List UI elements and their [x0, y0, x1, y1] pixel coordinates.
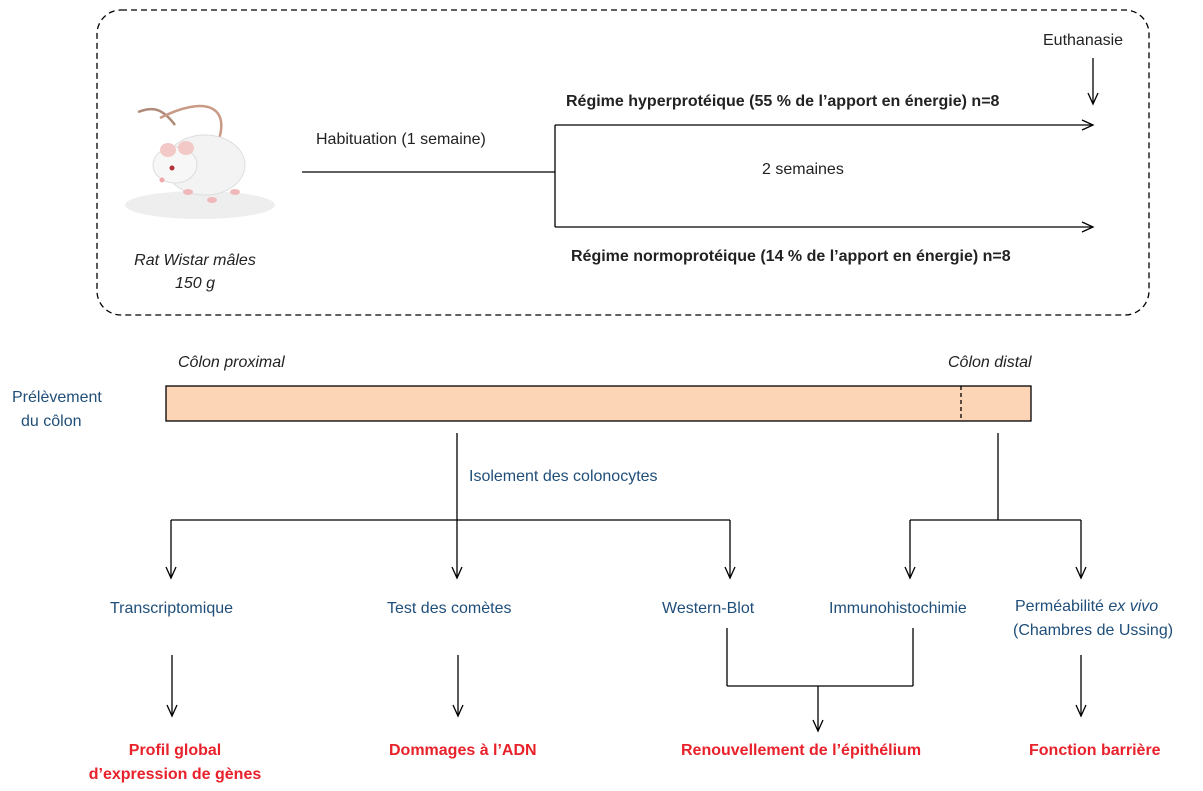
outcome-gene-expression-line1: Profil global: [128, 742, 222, 759]
high-protein-diet-label: Régime hyperprotéique (55 % de l’apport …: [566, 93, 1000, 110]
proximal-colon-label: Côlon proximal: [178, 354, 285, 371]
outcome-gene-expression-line2: d’expression de gènes: [88, 766, 262, 783]
colon-sampling-label-line2: du côlon: [21, 413, 82, 430]
method-transcriptomics: Transcriptomique: [110, 600, 234, 617]
method-permeability: Perméabilité ex vivo: [1015, 599, 1158, 615]
method-western-blot: Western-Blot: [662, 600, 755, 617]
rat-label-line2: 150 g: [174, 275, 216, 292]
dashed-frame: [96, 9, 1150, 316]
outcome-dna-damage: Dommages à l’ADN: [389, 742, 537, 759]
isolation-label: Isolement des colonocytes: [469, 468, 658, 485]
permeability-text: Perméabilité: [1015, 598, 1109, 615]
colon-sampling-label-line1: Prélèvement: [12, 389, 102, 406]
habituation-label: Habituation (1 semaine): [316, 131, 486, 148]
method-comet-assay: Test des comètes: [387, 600, 512, 617]
rat-illustration: [125, 104, 275, 219]
distal-colon-label: Côlon distal: [948, 354, 1032, 371]
euthanasia-label: Euthanasie: [1043, 32, 1124, 49]
colon-bar: [165, 385, 1032, 422]
normal-protein-diet-label: Régime normoprotéique (14 % de l’apport …: [571, 248, 1011, 265]
rat-label-line1: Rat Wistar mâles: [134, 252, 256, 269]
outcome-barrier-function: Fonction barrière: [1029, 742, 1161, 759]
method-immunohistochemistry: Immunohistochimie: [829, 600, 967, 617]
permeability-ex-vivo: ex vivo: [1108, 598, 1159, 615]
outcome-epithelium-renewal: Renouvellement de l’épithélium: [681, 742, 922, 759]
method-ussing-chambers: (Chambres de Ussing): [1013, 622, 1174, 639]
duration-label: 2 semaines: [762, 161, 844, 178]
